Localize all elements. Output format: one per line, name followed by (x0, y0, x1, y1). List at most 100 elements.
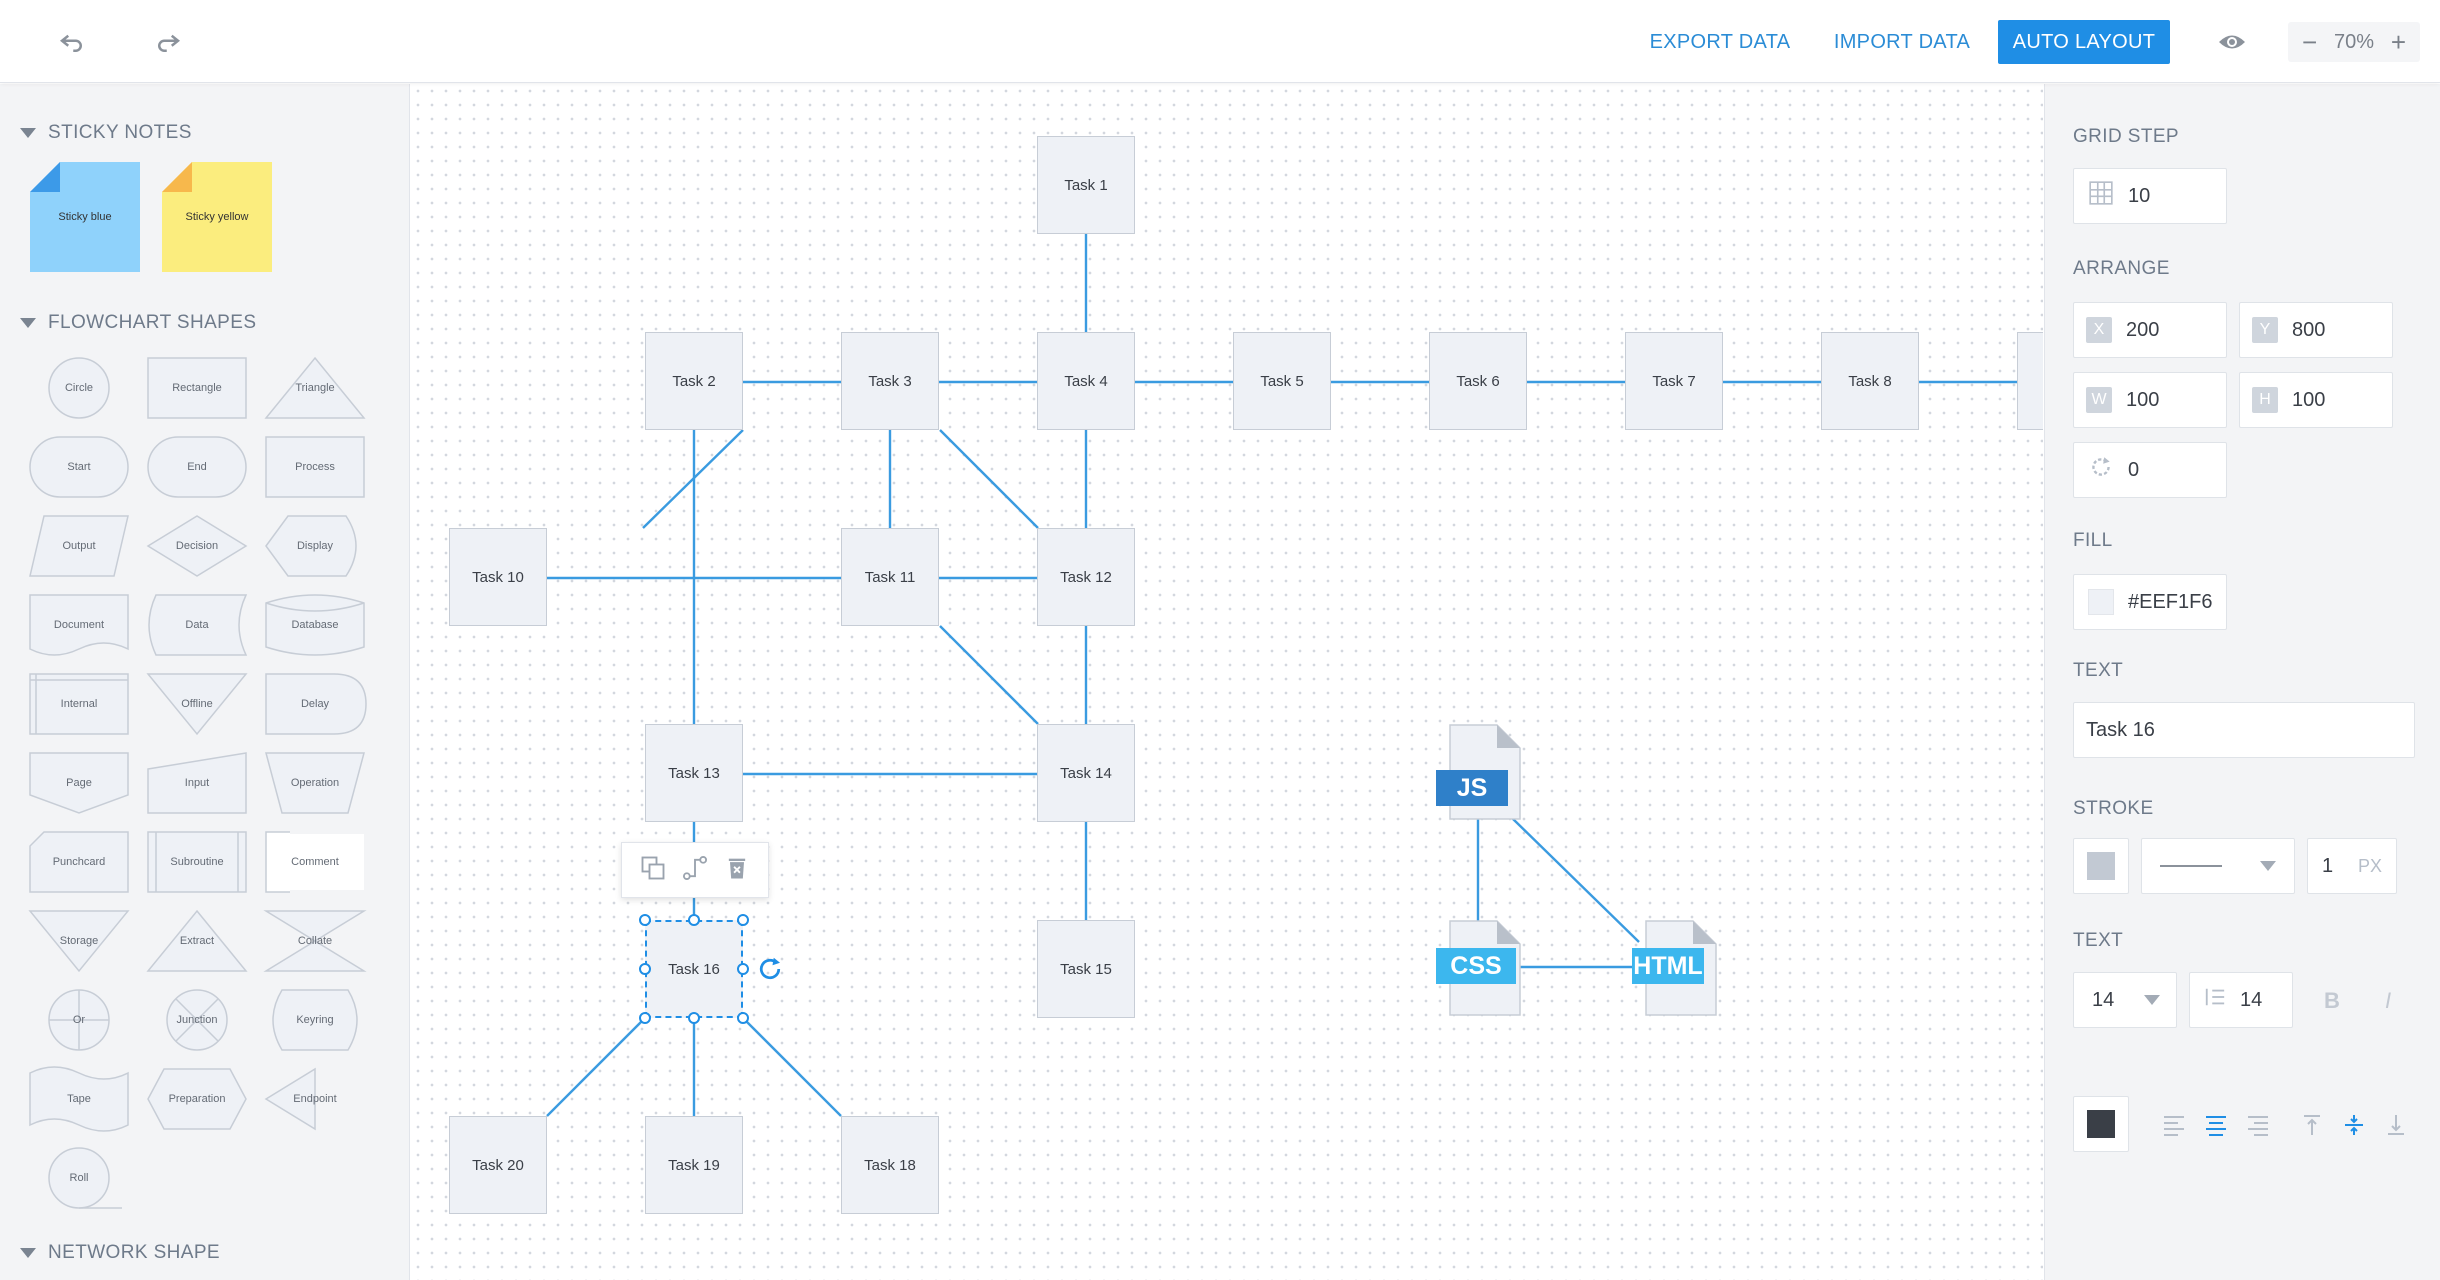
shape-decision[interactable]: Decision (142, 510, 252, 582)
align-top-icon[interactable] (2297, 1110, 2327, 1140)
bold-button[interactable]: B (2324, 988, 2340, 1013)
height-field[interactable]: H 100 (2239, 372, 2393, 428)
shape-junction[interactable]: Junction (142, 984, 252, 1056)
y-field[interactable]: Y 800 (2239, 302, 2393, 358)
shape-punchcard[interactable]: Punchcard (24, 826, 134, 898)
task-node[interactable]: Task 12 (1037, 528, 1135, 626)
task-node[interactable]: Task 8 (1821, 332, 1919, 430)
shape-extract[interactable]: Extract (142, 905, 252, 977)
task-node[interactable]: Task 18 (841, 1116, 939, 1214)
align-middle-icon[interactable] (2339, 1110, 2369, 1140)
grid-step-field[interactable]: 10 (2073, 168, 2227, 224)
resize-handle[interactable] (737, 914, 749, 926)
resize-handle[interactable] (639, 1012, 651, 1024)
task-node[interactable]: Task 20 (449, 1116, 547, 1214)
text-color-field[interactable] (2073, 1096, 2129, 1152)
sticky-yellow[interactable]: Sticky yellow (162, 162, 272, 272)
task-node[interactable]: Task 2 (645, 332, 743, 430)
shape-process[interactable]: Process (260, 431, 370, 503)
task-node[interactable]: Task 13 (645, 724, 743, 822)
shape-subroutine[interactable]: Subroutine (142, 826, 252, 898)
task-node[interactable]: Task 4 (1037, 332, 1135, 430)
task-node[interactable]: Task 6 (1429, 332, 1527, 430)
sticky-blue[interactable]: Sticky blue (30, 162, 140, 272)
align-center-icon[interactable] (2201, 1110, 2231, 1140)
import-data-button[interactable]: IMPORT DATA (1833, 30, 1971, 53)
sticky-notes-header[interactable]: STICKY NOTES (20, 122, 192, 144)
export-data-button[interactable]: EXPORT DATA (1649, 30, 1791, 53)
task-node[interactable]: Task 7 (1625, 332, 1723, 430)
task-node[interactable]: Task 5 (1233, 332, 1331, 430)
task-node[interactable]: Task 14 (1037, 724, 1135, 822)
rotation-field[interactable]: 0 (2073, 442, 2227, 498)
auto-layout-button[interactable]: AUTO LAYOUT (1998, 20, 2170, 64)
redo-icon[interactable] (148, 22, 188, 62)
stroke-color-field[interactable] (2073, 838, 2129, 894)
fill-field[interactable]: #EEF1F6 (2073, 574, 2227, 630)
eye-icon[interactable] (2212, 22, 2252, 62)
diagram-canvas[interactable]: Task 1 Task 2 Task 3 Task 4 Task 5 Task … (411, 84, 2043, 1280)
zoom-out-button[interactable]: − (2302, 27, 2318, 57)
resize-handle[interactable] (737, 963, 749, 975)
x-field[interactable]: X 200 (2073, 302, 2227, 358)
width-field[interactable]: W 100 (2073, 372, 2227, 428)
shape-triangle[interactable]: Triangle (260, 352, 370, 424)
shape-storage[interactable]: Storage (24, 905, 134, 977)
italic-button[interactable]: I (2384, 988, 2392, 1013)
align-left-icon[interactable] (2159, 1110, 2189, 1140)
text-field[interactable]: Task 16 (2073, 702, 2415, 758)
stroke-style-select[interactable] (2141, 838, 2295, 894)
resize-handle[interactable] (639, 914, 651, 926)
shape-database[interactable]: Database (260, 589, 370, 661)
shape-keyring[interactable]: Keyring (260, 984, 370, 1056)
shape-preparation[interactable]: Preparation (142, 1063, 252, 1135)
copy-icon[interactable] (639, 854, 667, 887)
stroke-width-field[interactable]: 1 PX (2307, 838, 2397, 894)
shape-offline[interactable]: Offline (142, 668, 252, 740)
shape-output[interactable]: Output (24, 510, 134, 582)
delete-icon[interactable] (723, 854, 751, 887)
shape-tape[interactable]: Tape (24, 1063, 134, 1135)
shape-delay[interactable]: Delay (260, 668, 370, 740)
shape-end[interactable]: End (142, 431, 252, 503)
font-size-select[interactable]: 14 (2073, 972, 2177, 1028)
task-node[interactable]: Task 19 (645, 1116, 743, 1214)
shape-collate[interactable]: Collate (260, 905, 370, 977)
resize-handle[interactable] (737, 1012, 749, 1024)
align-bottom-icon[interactable] (2381, 1110, 2411, 1140)
shape-data[interactable]: Data (142, 589, 252, 661)
connect-icon[interactable] (681, 854, 709, 887)
shape-roll[interactable]: Roll (24, 1142, 134, 1214)
shape-display[interactable]: Display (260, 510, 370, 582)
shape-comment[interactable]: Comment (260, 826, 370, 898)
shape-input[interactable]: Input (142, 747, 252, 819)
shape-document[interactable]: Document (24, 589, 134, 661)
task-node[interactable]: Task 10 (449, 528, 547, 626)
rotate-icon[interactable] (755, 954, 785, 984)
task-node[interactable]: Task 1 (1037, 136, 1135, 234)
line-height-field[interactable]: 14 (2189, 972, 2293, 1028)
task-node[interactable]: Task 11 (841, 528, 939, 626)
resize-handle[interactable] (688, 1012, 700, 1024)
align-right-icon[interactable] (2243, 1110, 2273, 1140)
resize-handle[interactable] (639, 963, 651, 975)
flowchart-shapes-header[interactable]: FLOWCHART SHAPES (20, 312, 256, 334)
task-node-partial[interactable] (2017, 332, 2043, 430)
task-node[interactable]: Task 15 (1037, 920, 1135, 1018)
resize-handle[interactable] (688, 914, 700, 926)
shape-rectangle[interactable]: Rectangle (142, 352, 252, 424)
shape-page[interactable]: Page (24, 747, 134, 819)
shape-start[interactable]: Start (24, 431, 134, 503)
shape-circle[interactable]: Circle (24, 352, 134, 424)
shape-operation[interactable]: Operation (260, 747, 370, 819)
undo-icon[interactable] (52, 22, 92, 62)
shape-endpoint[interactable]: Endpoint (260, 1063, 370, 1135)
shape-or[interactable]: Or (24, 984, 134, 1056)
zoom-in-button[interactable]: + (2390, 27, 2406, 57)
task-node-selected[interactable]: Task 16 (645, 920, 743, 1018)
operation-shape-icon (265, 752, 365, 814)
network-shape-header[interactable]: NETWORK SHAPE (20, 1242, 220, 1264)
shape-internal[interactable]: Internal (24, 668, 134, 740)
fill-swatch[interactable] (2088, 589, 2114, 615)
task-node[interactable]: Task 3 (841, 332, 939, 430)
